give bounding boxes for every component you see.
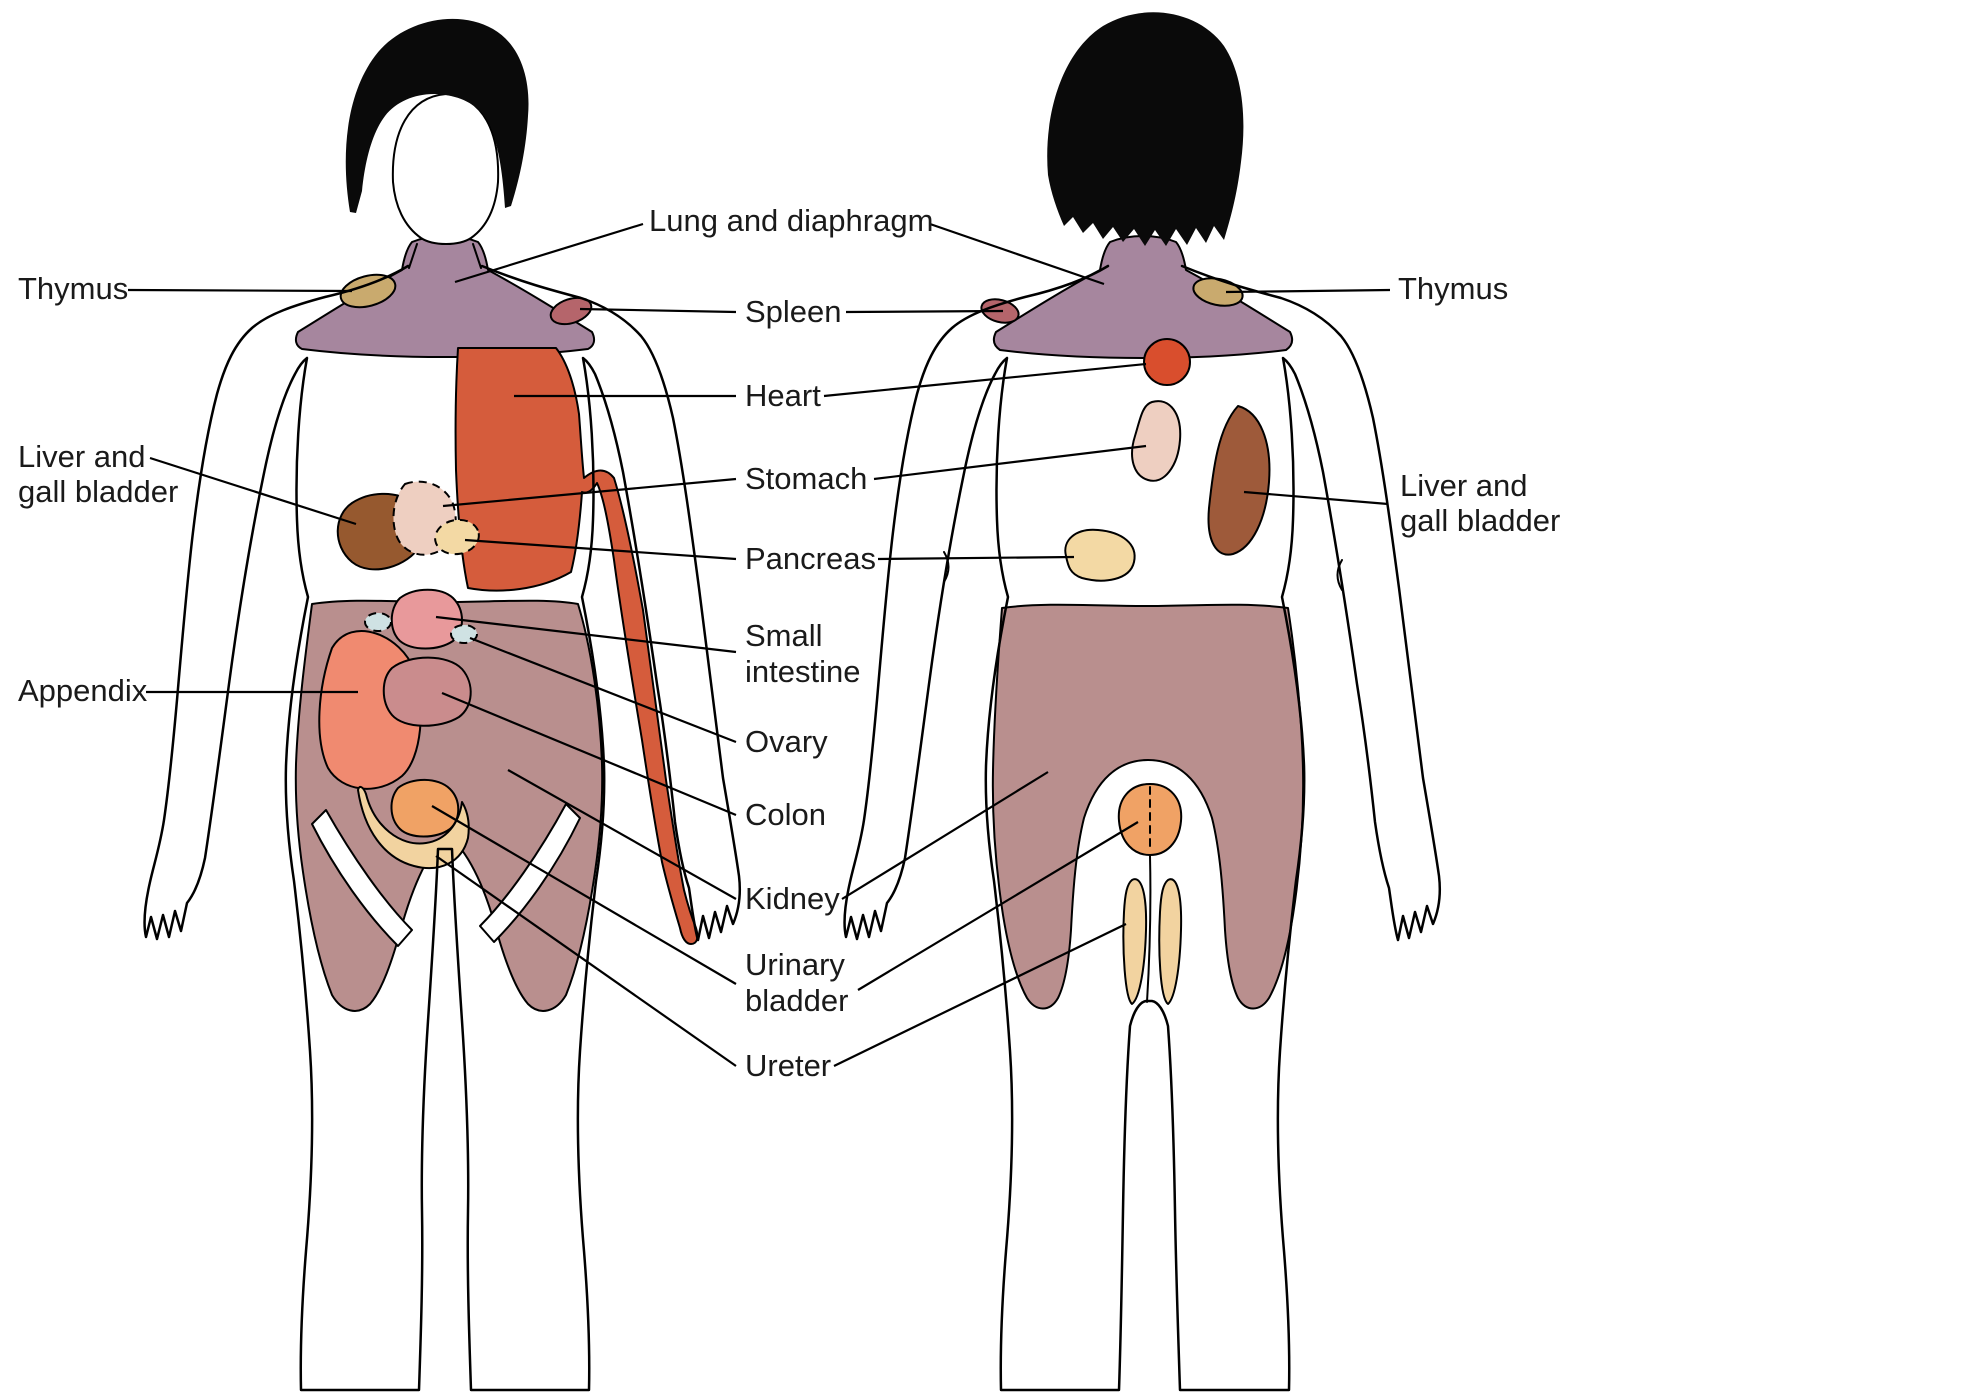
leader-lung-front: [454, 222, 644, 284]
small-intestine-region-front: [390, 588, 463, 650]
liver-gall-region-back: [1207, 405, 1271, 556]
label-ureter: Ureter: [745, 1048, 831, 1083]
label-liver-gall-right-line2: gall bladder: [1400, 503, 1560, 538]
front-neck-lines: [408, 243, 482, 269]
ureter-region-back-right: [1158, 878, 1183, 1005]
leader-ovary: [469, 636, 737, 744]
colon-region-front: [382, 656, 472, 727]
front-face: [391, 93, 500, 245]
label-urinary-bladder-line1: Urinary: [745, 947, 845, 982]
leader-stomach-back: [873, 444, 1147, 481]
label-appendix: Appendix: [18, 673, 148, 708]
leader-colon: [441, 691, 737, 817]
leader-kidney-front: [507, 769, 737, 900]
leader-pancreas-back: [877, 555, 1075, 561]
stomach-region-back: [1131, 400, 1182, 482]
label-small-intestine-line2: intestine: [745, 654, 860, 689]
heart-region-back: [1143, 338, 1191, 386]
leader-liver-right: [1243, 490, 1389, 506]
heart-region-front: [454, 347, 699, 945]
leader-spleen-front: [579, 307, 737, 314]
label-thymus-right: Thymus: [1398, 271, 1508, 306]
leader-pancreas-front: [464, 538, 737, 561]
inguinal-gap-left: [311, 809, 413, 947]
labels: Lung and diaphragm Thymus Thymus Spleen …: [18, 203, 1560, 1083]
back-body-outline: [843, 264, 1441, 1392]
leader-heart-back: [823, 362, 1147, 398]
lung-diaphragm-region-back: [992, 235, 1294, 359]
leader-thymus-left: [127, 288, 353, 293]
leader-liver-left: [149, 456, 357, 526]
front-hair: [345, 18, 529, 214]
label-lung-and-diaphragm: Lung and diaphragm: [649, 203, 933, 238]
front-body-outline: [143, 264, 741, 1392]
pancreas-region-front: [434, 518, 480, 556]
label-thymus-left: Thymus: [18, 271, 128, 306]
leader-ureter-back: [833, 923, 1127, 1067]
leader-small-intestine: [435, 615, 737, 654]
label-spleen: Spleen: [745, 294, 842, 329]
label-stomach: Stomach: [745, 461, 867, 496]
label-liver-gall-right-line1: Liver and: [1400, 468, 1528, 503]
label-colon: Colon: [745, 797, 826, 832]
leader-stomach-front: [442, 477, 737, 508]
back-hair: [1047, 12, 1244, 246]
label-heart: Heart: [745, 378, 821, 413]
kidney-region-back: [991, 603, 1305, 1010]
pancreas-region-back: [1064, 528, 1136, 582]
ovary-region-left: [364, 612, 392, 632]
gluteal-cleft-line: [1146, 855, 1152, 1003]
bladder-region-front: [390, 778, 460, 838]
label-liver-gall-left-line1: Liver and: [18, 439, 146, 474]
front-figure: [143, 18, 741, 1392]
leader-bladder-back: [857, 821, 1139, 991]
ureter-region-back-left: [1122, 878, 1148, 1005]
leader-bladder-front: [431, 805, 737, 985]
label-ovary: Ovary: [745, 724, 828, 759]
label-pancreas: Pancreas: [745, 541, 876, 576]
label-liver-gall-left-line2: gall bladder: [18, 474, 178, 509]
leader-lines: [127, 222, 1391, 1067]
label-urinary-bladder-line2: bladder: [745, 983, 848, 1018]
leader-spleen-back: [845, 309, 1004, 314]
back-elbow-creases: [943, 551, 1343, 591]
inguinal-gap-right: [479, 803, 581, 943]
label-small-intestine-line1: Small: [745, 618, 823, 653]
back-organ-regions: [980, 235, 1305, 1010]
label-kidney: Kidney: [745, 881, 840, 916]
thymus-region-front: [339, 273, 397, 309]
back-figure: [843, 12, 1441, 1392]
leader-kidney-back: [841, 771, 1049, 900]
spleen-region-front: [549, 296, 593, 326]
leader-ureter-front: [435, 855, 737, 1067]
leader-thymus-right: [1225, 288, 1391, 294]
leader-lung-back: [929, 222, 1105, 286]
